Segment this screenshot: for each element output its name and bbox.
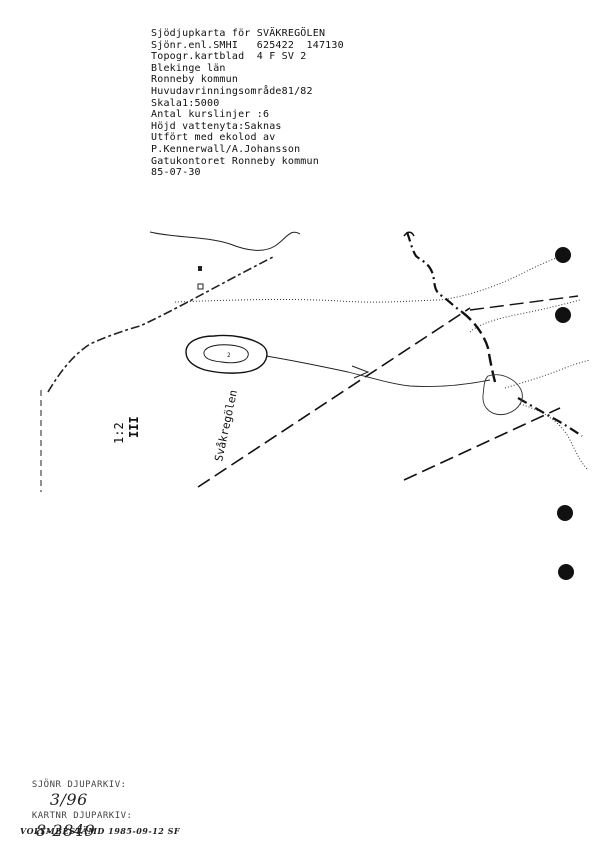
stream-middle <box>461 311 497 383</box>
header-date: 85-07-30 <box>151 167 201 179</box>
grid-line-lower <box>403 407 561 481</box>
dotted-path-top <box>174 253 571 303</box>
header-water-level: Höjd vattenyta:Saknas <box>151 120 282 132</box>
chart-archive-line: KARTNR DJUPARKIV: 8-2849 <box>20 801 132 840</box>
shoreline-curve <box>149 231 301 251</box>
building-mark-open <box>197 283 204 290</box>
chart-archive-value: 8-2849 <box>35 821 96 840</box>
map-header-block: Sjödjupkarta för SVÄKREGÖLEN Sjönr.enl.S… <box>151 28 411 179</box>
punch-hole <box>558 564 574 580</box>
header-drainage-area: Huvudavrinningsområde81/82 <box>151 85 313 97</box>
outlet-arrow <box>351 365 370 379</box>
header-title: Sjödjupkarta för SVÄKREGÖLEN <box>151 28 326 39</box>
dashed-road-left <box>47 255 276 393</box>
header-topo-sheet: Topogr.kartblad 4 F SV 2 <box>151 51 307 63</box>
volume-note: VOLYMBESTÄMD 1985-09-12 SF <box>20 826 181 836</box>
header-lake-number: Sjönr.enl.SMHI 625422 147130 <box>151 39 344 51</box>
punch-hole <box>555 307 571 323</box>
grid-line-upper <box>469 295 579 311</box>
stream-lower <box>517 397 583 437</box>
stream-hook <box>403 231 415 237</box>
grid-ref-bottom: III <box>127 416 141 438</box>
lake-name-label: Svåkregölen <box>212 389 240 463</box>
archive-label: SJÖNR DJUPARKIV: <box>31 780 127 790</box>
outlet-stream <box>265 355 491 387</box>
header-surveyors: P.Kennerwall/A.Johansson <box>151 143 301 155</box>
header-performed-by: Utfört med ekolod av <box>151 132 276 144</box>
archive-value: 3/96 <box>49 790 88 809</box>
dotted-creek-top-right <box>504 359 591 389</box>
header-county: Blekinge län <box>151 62 226 74</box>
depth-label: 2 <box>227 352 231 359</box>
punch-hole <box>557 505 573 521</box>
stream-top <box>405 231 463 313</box>
header-organization: Gatukontoret Ronneby kommun <box>151 155 319 167</box>
archive-line: SJÖNR DJUPARKIV: 3/96 <box>20 770 127 809</box>
lake-depth-contour <box>203 344 249 364</box>
punch-hole <box>555 247 571 263</box>
grid-ref-top: 1:2 <box>112 422 126 444</box>
header-municipality: Ronneby kommun <box>151 74 239 86</box>
chart-archive-label: KARTNR DJUPARKIV: <box>31 811 133 821</box>
dotted-creek-right <box>519 403 589 471</box>
bog-outline <box>482 374 523 416</box>
lake-shoreline <box>185 334 268 374</box>
building-mark <box>198 266 202 271</box>
header-scale: Skala1:5000 <box>151 97 220 109</box>
header-course-lines: Antal kurslinjer :6 <box>151 109 270 121</box>
grid-line-main <box>197 307 471 488</box>
